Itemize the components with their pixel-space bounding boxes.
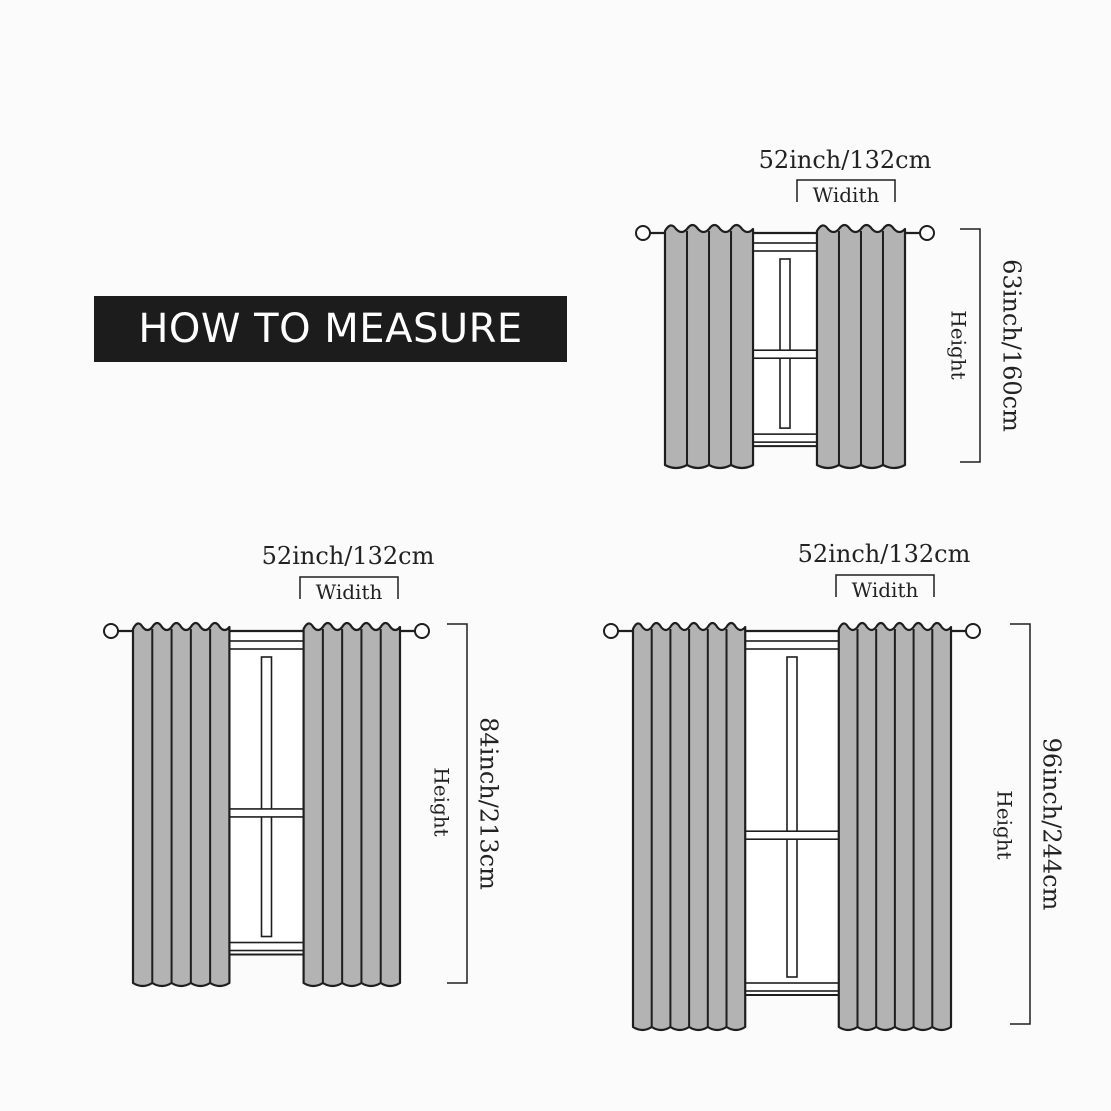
curtain-panel-right: [837, 621, 953, 1032]
width-label: Widith: [852, 578, 919, 602]
window-frame: [222, 630, 311, 956]
height-bracket: [1010, 623, 1031, 1025]
width-bracket: [796, 179, 896, 202]
window-frame: [746, 232, 824, 448]
height-value: 96inch/244cm: [1038, 738, 1066, 911]
width-value: 52inch/132cm: [798, 540, 971, 568]
how-to-measure-banner: HOW TO MEASURE: [94, 296, 567, 362]
height-label: Height: [993, 790, 1017, 859]
height-bracket: [447, 623, 468, 984]
width-value: 52inch/132cm: [759, 146, 932, 174]
height-label: Height: [947, 310, 971, 379]
width-value: 52inch/132cm: [262, 542, 435, 570]
width-bracket: [299, 576, 399, 599]
height-label: Height: [430, 767, 454, 836]
curtain-panel-left: [663, 223, 755, 470]
height-value: 84inch/213cm: [475, 717, 503, 890]
curtain-panel-left: [631, 621, 747, 1032]
banner-title: HOW TO MEASURE: [138, 306, 523, 352]
curtain-panel-right: [815, 223, 907, 470]
width-label: Widith: [316, 580, 383, 604]
curtain-panel-left: [131, 621, 231, 988]
height-value: 63inch/160cm: [998, 259, 1026, 432]
width-label: Widith: [813, 183, 880, 207]
height-bracket: [960, 228, 981, 463]
window-frame: [738, 630, 846, 996]
curtain-panel-right: [302, 621, 402, 988]
width-bracket: [835, 574, 935, 597]
